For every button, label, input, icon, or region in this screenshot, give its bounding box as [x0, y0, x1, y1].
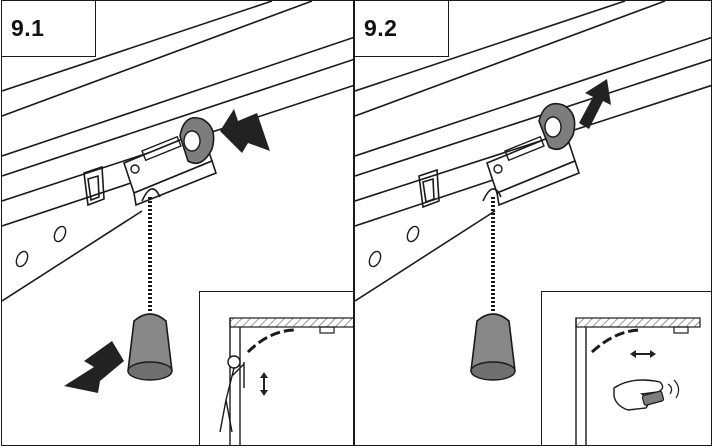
- person-head-icon: [227, 355, 241, 369]
- push-arrow-icon: [220, 109, 270, 153]
- left-right-arrow-icon: [630, 350, 656, 358]
- pull-out-arrow-icon: [579, 79, 611, 129]
- step-label-box: 9.2: [355, 1, 449, 57]
- signal-waves-icon: [667, 379, 680, 399]
- rail-scene: [355, 1, 711, 381]
- inset-person-pulling-cord: [199, 291, 353, 445]
- inset-remote-control: [541, 291, 711, 445]
- inset-diagram: [575, 317, 701, 445]
- remote-control-icon: [641, 390, 665, 406]
- hand-icon: [613, 379, 664, 411]
- step-label-box: 9.1: [2, 1, 96, 57]
- up-down-arrow-icon: [260, 372, 268, 396]
- panel-9-1: 9.1: [1, 0, 354, 446]
- pull-down-arrow-icon: [64, 341, 124, 393]
- step-label: 9.2: [364, 15, 398, 41]
- inset-diagram: [219, 317, 353, 445]
- rail-scene: [2, 1, 353, 393]
- panel-9-2: 9.2: [354, 0, 712, 446]
- step-label: 9.1: [11, 15, 45, 41]
